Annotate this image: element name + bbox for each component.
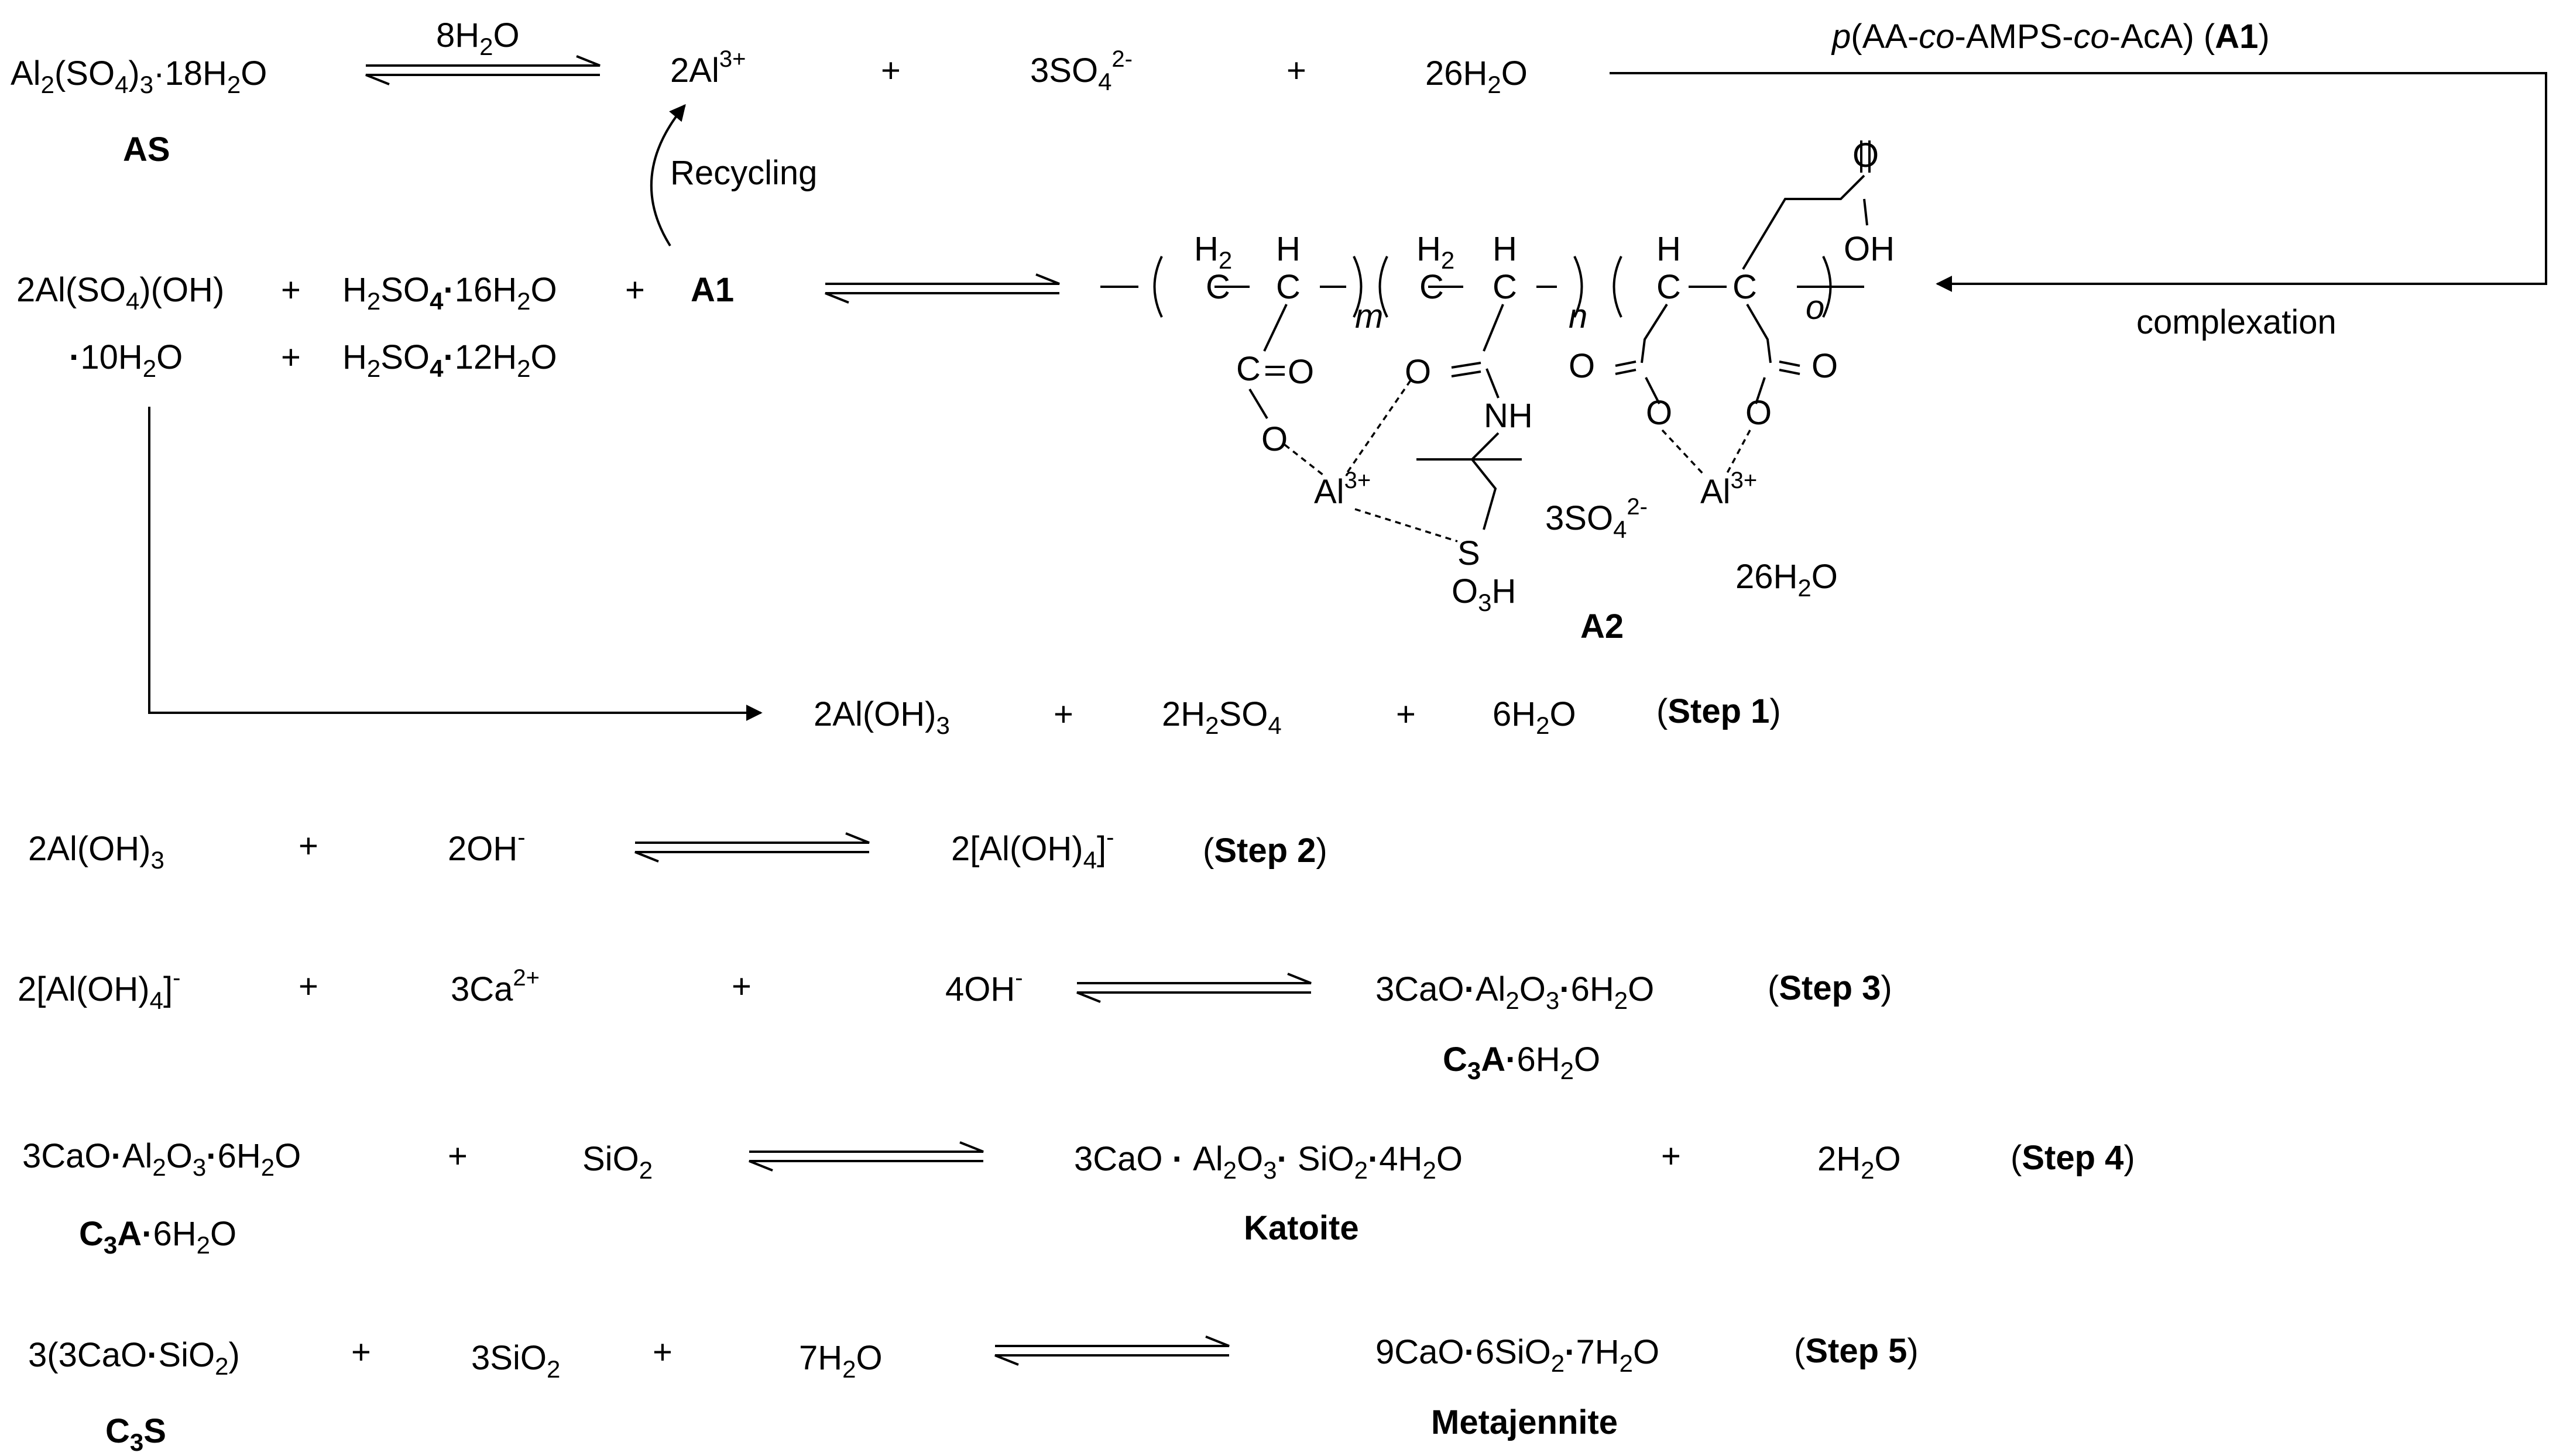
recycling-arrow [650,104,686,247]
svg-text:H: H [1656,230,1681,268]
step5-water: 7H2O [799,1339,883,1383]
plus-sign: + [625,271,645,309]
svg-text:C: C [1732,268,1757,306]
svg-text:NH: NH [1484,397,1533,435]
svg-text:m: m [1355,297,1383,335]
plus-sign: + [299,967,318,1005]
equilibrium-arrow-step4 [749,1141,984,1172]
polymer-structure-a2: H2 C H C m H2 C H C n H C C o C O O O NH… [1100,136,1895,645]
svg-text:O: O [1405,353,1431,391]
svg-text:H: H [1493,230,1517,268]
step2-hydroxide: 2OH- [448,825,526,868]
complexation-label: complexation [2136,303,2337,341]
svg-text:O: O [1261,420,1288,458]
aluminum-ion: 2Al3+ [670,46,746,90]
equilibrium-arrow-step3 [1076,973,1312,1003]
step1-label: (Step 1) [1656,692,1781,730]
plus-sign: + [732,967,752,1005]
plus-sign: + [881,51,901,90]
svg-text:H: H [1276,230,1301,268]
step3-c3a-label: C3A·6H2O [1443,1041,1600,1084]
svg-text:C: C [1656,268,1681,306]
metajennite-label: Metajennite [1431,1403,1618,1441]
step4-c3a-label: C3A·6H2O [79,1215,236,1259]
equilibrium-arrow-step5 [994,1335,1230,1366]
plus-sign: + [448,1137,468,1175]
equilibrium-arrow-top [365,55,601,85]
svg-text:O: O [1288,353,1314,391]
equilibrium-arrow-step2 [634,832,870,863]
step2-label: (Step 2) [1203,832,1327,870]
equilibrium-arrow-complexation [825,273,1060,304]
sulfuric-acid-16-hydrate: H2SO4·16H2O [342,271,557,315]
basic-aluminum-sulfate: 2Al(SO4)(OH) [16,271,224,315]
svg-text:H2: H2 [1194,230,1232,274]
sulfuric-acid-12-hydrate: H2SO4·12H2O [342,338,557,382]
water-26: 26H2O [1425,54,1528,98]
step4-water: 2H2O [1817,1140,1901,1184]
plus-sign: + [1661,1137,1681,1175]
step5-silica: 3SiO2 [471,1339,560,1383]
plus-sign: + [1054,695,1073,733]
step4-label: (Step 4) [2011,1139,2135,1177]
svg-text:O: O [1852,136,1879,174]
as-label: AS [123,131,170,169]
step3-aluminate: 2[Al(OH)4]- [18,965,180,1014]
step4-katoite-formula: 3CaO · Al2O3· SiO2·4H2O [1074,1140,1463,1184]
complexation-path [1610,72,2547,292]
svg-text:n: n [1569,297,1587,335]
step3-calcium: 3Ca2+ [451,965,540,1008]
plus-sign: + [653,1333,673,1371]
svg-text:H2: H2 [1416,230,1454,274]
plus-sign: + [281,271,301,309]
svg-text:C: C [1206,268,1230,306]
svg-text:Al3+: Al3+ [1700,468,1757,511]
sulfate-ion: 3SO42- [1030,46,1133,95]
step5-metajennite-formula: 9CaO·6SiO2·7H2O [1375,1333,1659,1377]
water-8-label: 8H2O [436,16,520,60]
katoite-label: Katoite [1244,1209,1359,1247]
plus-sign: + [1286,51,1306,90]
step5-label: (Step 5) [1794,1332,1919,1370]
step3-label: (Step 3) [1768,969,1892,1007]
step4-c3a-formula: 3CaO·Al2O3·6H2O [22,1137,301,1181]
step5-c3s-formula: 3(3CaO·SiO2) [28,1336,240,1380]
recycling-label: Recycling [670,154,817,192]
step5-c3s-label: C3S [105,1412,166,1456]
svg-text:S: S [1457,534,1480,572]
svg-text:C: C [1419,268,1444,306]
svg-text:o: o [1806,289,1824,327]
step3-c3a-formula: 3CaO·Al2O3·6H2O [1375,970,1654,1014]
plus-sign: + [281,338,301,376]
a1-label: A1 [691,271,734,309]
svg-text:O3H: O3H [1452,572,1516,616]
plus-sign: + [1396,695,1416,733]
a2-label: A2 [1580,607,1624,645]
svg-text:C: C [1236,350,1261,388]
svg-text:C: C [1276,268,1301,306]
plus-sign: + [351,1333,371,1371]
step2-aluminum-hydroxide: 2Al(OH)3 [28,830,164,874]
polymer-label: p(AA-co-AMPS-co-AcA) (A1) [1831,18,2270,56]
step4-silica: SiO2 [582,1140,653,1184]
basic-aluminum-sulfate-water: ·10H2O [69,338,183,382]
aluminum-sulfate-formula: Al2(SO4)3·18H2O [11,54,267,98]
svg-text:O: O [1646,394,1672,432]
step1-sulfuric-acid: 2H2SO4 [1162,695,1282,739]
svg-text:Al3+: Al3+ [1314,468,1371,511]
plus-sign: + [299,827,318,865]
svg-text:OH: OH [1844,230,1895,268]
step1-aluminum-hydroxide: 2Al(OH)3 [814,695,950,739]
svg-text:O: O [1569,347,1595,385]
svg-text:O: O [1811,347,1838,385]
svg-text:C: C [1493,268,1517,306]
svg-text:3SO42-: 3SO42- [1545,494,1648,543]
svg-text:O: O [1745,394,1772,432]
svg-text:26H2O: 26H2O [1735,558,1838,602]
step3-hydroxide: 4OH- [945,965,1023,1008]
step1-water: 6H2O [1493,695,1576,739]
step1-arrow-path [148,407,763,721]
step2-aluminate: 2[Al(OH)4]- [951,825,1114,874]
